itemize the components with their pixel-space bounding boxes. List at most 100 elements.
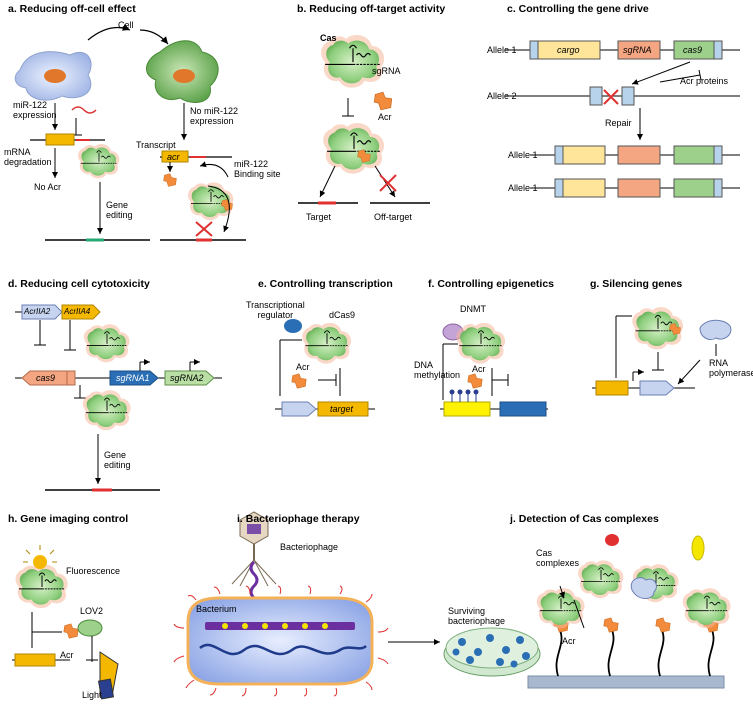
bacteriophage-label: Bacteriophage	[280, 542, 339, 552]
acr-h-label: Acr	[60, 650, 74, 660]
sgrna-label: sgRNA	[372, 66, 401, 76]
cas-complex-icon	[82, 389, 132, 431]
acr-label: Acr	[378, 112, 392, 122]
blocked-x-icon	[379, 174, 397, 192]
acr-protein-icon	[373, 91, 393, 111]
transcript-label: Transcript	[136, 140, 176, 150]
acr-protein-icon	[291, 373, 307, 389]
cas-complexes-label: Cas complexes	[536, 548, 580, 568]
light-label: Light	[82, 690, 102, 700]
no-mir-label: No miR-122 expression	[190, 106, 239, 126]
gene-editing-d-label: Gene editing	[104, 450, 131, 470]
acriia4-gene	[61, 304, 101, 320]
nucleus-icon	[44, 69, 66, 83]
dnmt-label: DNMT	[460, 304, 486, 314]
allele2-label: Allele 2	[487, 91, 517, 101]
cas-complex-icon	[77, 143, 120, 179]
acr-e-label: Acr	[296, 362, 310, 372]
nonbinding-protein-icon	[691, 535, 705, 561]
sgrna2-label: sgRNA2	[170, 373, 204, 383]
methyl-groups-icon	[449, 389, 479, 402]
acr-protein-icon	[603, 617, 619, 633]
cas9-gene	[21, 370, 68, 386]
cas-label: Cas	[320, 33, 337, 43]
lov2-icon	[77, 619, 103, 637]
rna-polymerase-label: RNA polymerase	[709, 358, 753, 378]
gene-box	[499, 401, 547, 417]
panel-b-title: b. Reducing off-target activity	[297, 3, 446, 15]
panel-a	[14, 23, 246, 242]
fluorescence-label: Fluorescence	[66, 566, 121, 576]
panel-h	[12, 545, 119, 700]
sgrna2-gene	[164, 370, 215, 386]
acr-j-label: Acr	[562, 636, 576, 646]
methylated-region	[443, 401, 491, 417]
panel-b	[298, 34, 430, 205]
bacterium-label: Bacterium	[196, 604, 237, 614]
target-label: Target	[306, 212, 332, 222]
cas-complex-icon	[83, 323, 130, 363]
nonbinding-protein-icon	[605, 534, 619, 546]
panel-g	[592, 306, 732, 396]
sgrna-gene	[617, 40, 661, 60]
surface-icon	[527, 675, 725, 689]
acr-protein-icon	[163, 173, 177, 187]
cas9-gene-label: cas9	[683, 45, 703, 55]
allele1b-label: Allele 1	[508, 150, 538, 160]
panel-d	[15, 304, 222, 492]
acr-f-label: Acr	[472, 364, 486, 374]
bacterium-icon	[186, 596, 374, 686]
acr-proteins-label: Acr proteins	[680, 76, 729, 86]
panel-j-title: j. Detection of Cas complexes	[510, 513, 659, 525]
panel-c	[505, 40, 740, 198]
cas-complex-icon	[682, 587, 732, 629]
gene-editing-label: Gene editing	[106, 200, 133, 220]
dcas9-icon	[301, 322, 352, 365]
panel-e-title: e. Controlling transcription	[258, 278, 393, 290]
acr-gene-label: acr	[167, 152, 180, 162]
nonbinding-protein-icon	[630, 577, 657, 599]
binding-site-label: miR-122 Binding site	[234, 159, 281, 179]
fluorescence-icon	[33, 555, 47, 569]
cas9-d-label: cas9	[36, 373, 56, 383]
panel-h-title: h. Gene imaging control	[8, 513, 129, 525]
panel-f	[440, 322, 548, 417]
blocked-x-icon	[195, 221, 213, 237]
panel-f-title: f. Controlling epigenetics	[428, 278, 555, 290]
cut-x-icon	[603, 89, 619, 105]
cell-label: Cell	[118, 20, 134, 30]
panel-c-title: c. Controlling the gene drive	[507, 3, 649, 15]
regulator-label: Transcriptional regulator	[246, 300, 305, 320]
cargo-label: cargo	[557, 45, 580, 55]
no-acr-label: No Acr	[34, 182, 62, 192]
target-gene	[317, 401, 369, 417]
panel-j	[527, 534, 732, 689]
off-target-label: Off-target	[374, 212, 412, 222]
panel-i	[173, 511, 541, 697]
panel-d-title: d. Reducing cell cytotoxicity	[8, 278, 150, 290]
sgrna1-gene	[109, 370, 159, 386]
acr-protein-icon	[655, 617, 671, 633]
lov2-label: LOV2	[80, 606, 104, 616]
rna-polymerase-icon	[699, 319, 732, 341]
cas-complex-icon	[577, 559, 624, 599]
acr-protein-icon	[63, 623, 79, 639]
sgrna-gene-label: sgRNA	[623, 45, 652, 55]
nucleus-icon	[173, 69, 195, 83]
surviving-label: Surviving bacteriophage	[448, 606, 506, 626]
target-gene-label: target	[330, 404, 354, 414]
cas-complex-icon	[15, 564, 69, 609]
allele1c-label: Allele 1	[508, 183, 538, 193]
panel-g-title: g. Silencing genes	[590, 278, 683, 290]
allele1-label: Allele 1	[487, 45, 517, 55]
dcas9-icon	[455, 322, 506, 365]
acriia2-label: AcrIIA2	[24, 307, 51, 316]
methylation-label: DNA methylation	[414, 360, 461, 380]
acriia2-gene	[21, 304, 63, 320]
panel-i-title: i. Bacteriophage therapy	[237, 513, 360, 525]
mirna-icon	[71, 106, 97, 114]
regulator-icon	[284, 319, 302, 333]
panel-e	[275, 319, 375, 417]
repair-label: Repair	[605, 118, 632, 128]
